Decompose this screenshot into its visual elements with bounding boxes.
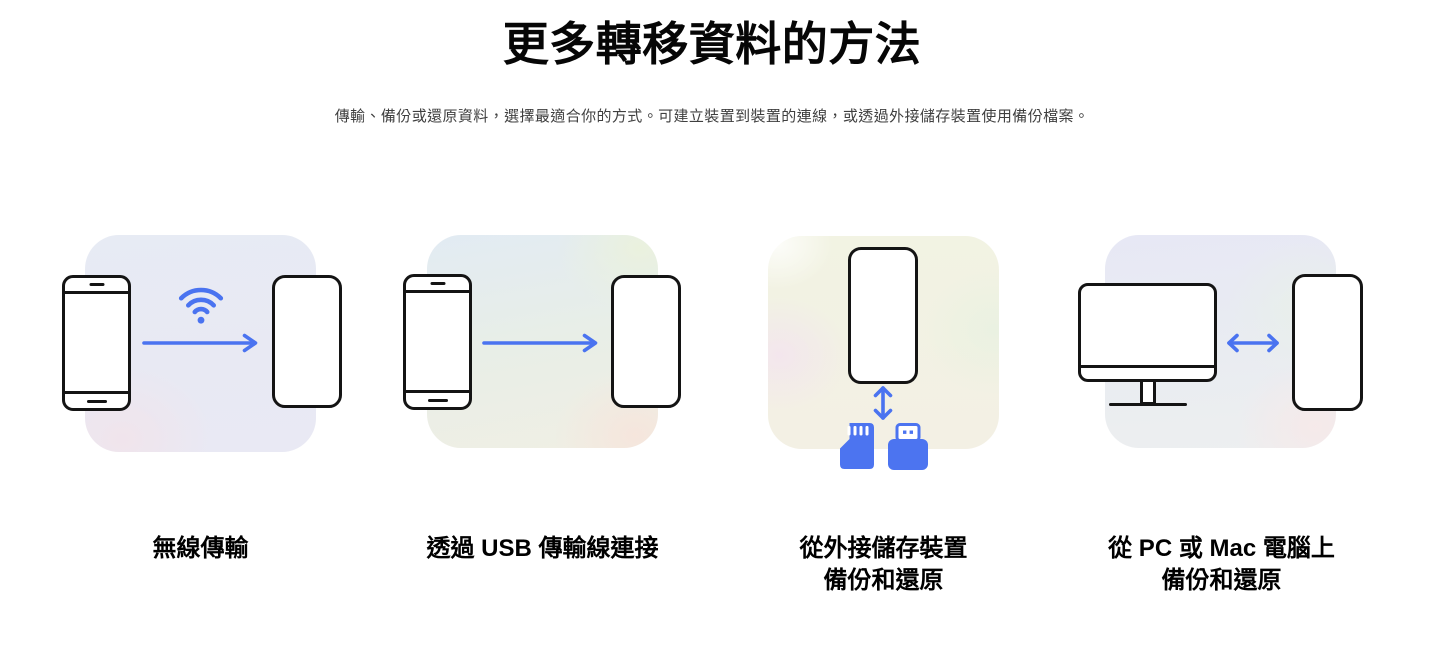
arrow-right-icon [142,333,258,353]
new-phone-icon [1292,274,1363,411]
monitor-stand [1139,381,1156,405]
caption-line: 無線傳輸 [152,535,249,562]
method-caption-pc-mac: 從 PC 或 Mac 電腦上 備份和還原 [1081,533,1362,597]
arrow-right-icon [482,333,598,353]
usb-connector-icon [888,423,928,470]
caption-line: 備份和還原 [1161,567,1282,594]
method-caption-external-storage: 從外接儲存裝置 備份和還原 [743,533,1024,597]
monitor-base [1109,403,1187,407]
method-caption-wireless: 無線傳輸 [60,533,341,565]
wifi-icon [178,287,224,324]
new-phone-icon [848,247,918,384]
method-card-wireless [62,235,342,452]
caption-line: 透過 USB 傳輸線連接 [426,535,659,562]
new-phone-icon [611,275,681,408]
arrow-left-right-icon [1227,333,1279,353]
old-phone-icon [403,274,472,410]
page-subtitle: 傳輸、備份或還原資料，選擇最適合你的方式。可建立裝置到裝置的連線，或透過外接儲存… [334,108,1090,125]
old-phone-icon [62,275,131,411]
desktop-monitor-icon [1078,283,1217,382]
phone-speaker-pill [430,281,445,285]
phone-bezel-line [405,390,470,393]
phone-home-pill [86,399,107,403]
method-card-pc-mac [1078,235,1363,448]
micro-sd-card-icon [840,423,874,469]
caption-line: 從 PC 或 Mac 電腦上 [1108,535,1335,562]
phone-speaker-pill [89,282,104,286]
phone-bezel-line [64,391,129,394]
page-title: 更多轉移資料的方法 [502,18,922,70]
phone-bezel-line [405,290,470,293]
method-card-external-storage [768,236,999,470]
monitor-bezel-line [1081,365,1214,368]
caption-line: 從外接儲存裝置 [799,535,968,562]
method-card-usb-cable [403,235,681,448]
phone-bezel-line [64,291,129,294]
new-phone-icon [272,275,342,408]
arrow-up-down-icon [873,386,893,420]
phone-home-pill [427,398,448,402]
method-caption-usb-cable: 透過 USB 傳輸線連接 [402,533,683,565]
caption-line: 備份和還原 [823,567,944,594]
